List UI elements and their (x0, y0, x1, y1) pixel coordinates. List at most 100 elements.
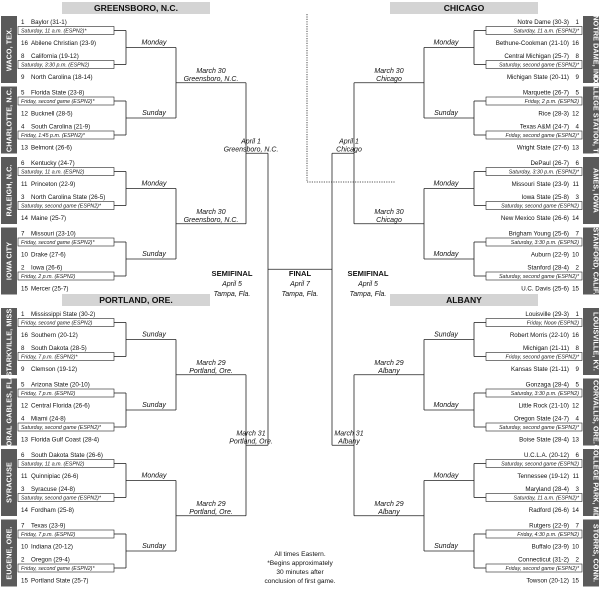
round-site: Chicago (376, 217, 402, 224)
site-strip (1, 449, 17, 516)
round-day: Sunday (142, 251, 166, 258)
team-seed: 6 (576, 160, 580, 167)
game-time: Friday, 7 p.m. (ESPN2) (21, 391, 76, 397)
game-box (485, 237, 583, 247)
game-time: Saturday, 11 a.m. (ESPN2)* (514, 496, 580, 502)
team-name: Bethune-Cookman (21-10) (496, 40, 569, 47)
round-day: Monday (142, 473, 167, 480)
team-seed: 15 (21, 578, 28, 585)
team-name: Central Michigan (25-7) (504, 53, 569, 60)
team-name: Boise State (28-4) (519, 437, 569, 444)
game-box (485, 167, 583, 176)
team-name: Texas A&M (24-7) (520, 124, 569, 131)
round-day: Sunday (142, 402, 166, 409)
round-site: Greensboro, N.C. (184, 76, 239, 83)
team-seed: 11 (573, 473, 580, 480)
region-final-site: Portland, Ore. (229, 438, 273, 445)
site-strip (1, 308, 17, 375)
team-name: Maryland (28-4) (525, 486, 569, 493)
game-box (17, 422, 115, 432)
team-name: Gonzaga (28-4) (526, 382, 569, 389)
team-name: Iowa State (25-8) (522, 194, 569, 201)
team-name: Tennessee (19-12) (517, 473, 569, 480)
team-seed: 3 (21, 194, 25, 201)
team-name: Buffalo (23-9) (532, 544, 569, 551)
times-note-line-4: conclusion of first game. (264, 578, 335, 585)
game-time: Friday, second game (ESPN2)* (21, 99, 95, 105)
team-name: North Carolina (18-14) (31, 74, 93, 81)
round-date: March 30 (374, 209, 403, 216)
team-seed: 2 (576, 557, 580, 564)
game-time: Friday, second game (ESPN2)* (21, 566, 95, 572)
site-strip (583, 378, 599, 446)
site-label: WACO, TEX. (5, 28, 14, 71)
team-name: Wright State (27-6) (517, 145, 569, 152)
team-seed: 8 (576, 345, 580, 352)
team-seed: 13 (21, 145, 28, 152)
team-name: Brigham Young (25-6) (509, 231, 569, 238)
game-box (485, 459, 583, 468)
game-box (17, 201, 115, 210)
site-strip (1, 378, 17, 446)
game-box (485, 26, 583, 35)
round-day: Monday (434, 473, 459, 480)
team-name: Louisville (29-3) (525, 311, 569, 318)
game-box (17, 318, 115, 327)
times-note-line-2: *Begins approximately (267, 560, 333, 567)
region-final-date: March 31 (334, 430, 363, 437)
game-box (485, 529, 583, 539)
game-time: Saturday, 11 a.m. (ESPN2)* (514, 29, 580, 35)
game-time: Friday, 2 p.m. (ESPN2) (21, 274, 76, 280)
team-name: Missouri State (23-9) (512, 181, 569, 188)
team-name: DePaul (26-7) (530, 160, 569, 167)
team-seed: 3 (576, 486, 580, 493)
team-seed: 13 (572, 145, 579, 152)
team-name: Quinnipiac (26-6) (31, 473, 78, 480)
game-time: Saturday, 3:30 p.m. (ESPN2) (511, 391, 579, 397)
round-site: Greensboro, N.C. (184, 217, 239, 224)
round-date: March 29 (196, 501, 225, 508)
site-label: SYRACUSE (5, 462, 14, 503)
team-seed: 7 (576, 231, 580, 238)
game-time: Saturday, second game (ESPN2)* (499, 274, 580, 280)
game-time: Friday, second game (ESPN2) (21, 321, 93, 327)
center-section: SEMIFINAL April 5 Tampa, Fla. FINAL Apri… (212, 269, 389, 585)
team-seed: 6 (21, 160, 25, 167)
game-box (485, 388, 583, 398)
team-name: Central Florida (26-6) (31, 403, 90, 410)
team-seed: 11 (21, 181, 28, 188)
team-seed: 4 (21, 416, 25, 423)
region-final-date: April 1 (338, 138, 359, 145)
team-name: Robert Morris (22-10) (510, 332, 569, 339)
game-box (17, 352, 115, 361)
round-day: Monday (434, 251, 459, 258)
round-day: Sunday (142, 110, 166, 117)
game-time: Friday, second game (ESPN2)* (506, 566, 580, 572)
game-box (17, 237, 115, 247)
team-name: Fordham (25-8) (31, 507, 74, 514)
times-note-line-1: All times Eastern. (274, 551, 325, 558)
team-name: Florida Gulf Coast (28-4) (31, 437, 99, 444)
game-time: Friday, second game (ESPN2)* (21, 240, 95, 246)
game-box (485, 493, 583, 502)
game-box (17, 167, 115, 176)
site-label: CHARLOTTE, N.C. (5, 88, 14, 152)
round-day: Monday (142, 40, 167, 47)
team-name: Southern (20-12) (31, 332, 78, 339)
semifinal-right-date: April 5 (357, 281, 378, 288)
game-box (485, 201, 583, 210)
region-final-site: Albany (337, 438, 360, 445)
team-name: Syracuse (24-8) (31, 486, 75, 493)
team-seed: 11 (21, 473, 28, 480)
game-time: Saturday, second game (ESPN2) (501, 204, 579, 210)
game-time: Saturday, 11 a.m. (ESPN2) (21, 170, 85, 176)
site-label: STORRS, CONN. (592, 524, 600, 582)
site-label: COLLEGE PARK, MD. (592, 445, 600, 520)
site-label: COLLEGE STATION, TEX. (592, 75, 600, 164)
team-seed: 4 (576, 416, 580, 423)
team-seed: 5 (576, 382, 580, 389)
team-seed: 9 (21, 74, 25, 81)
team-seed: 16 (21, 332, 28, 339)
team-seed: 10 (21, 544, 28, 551)
